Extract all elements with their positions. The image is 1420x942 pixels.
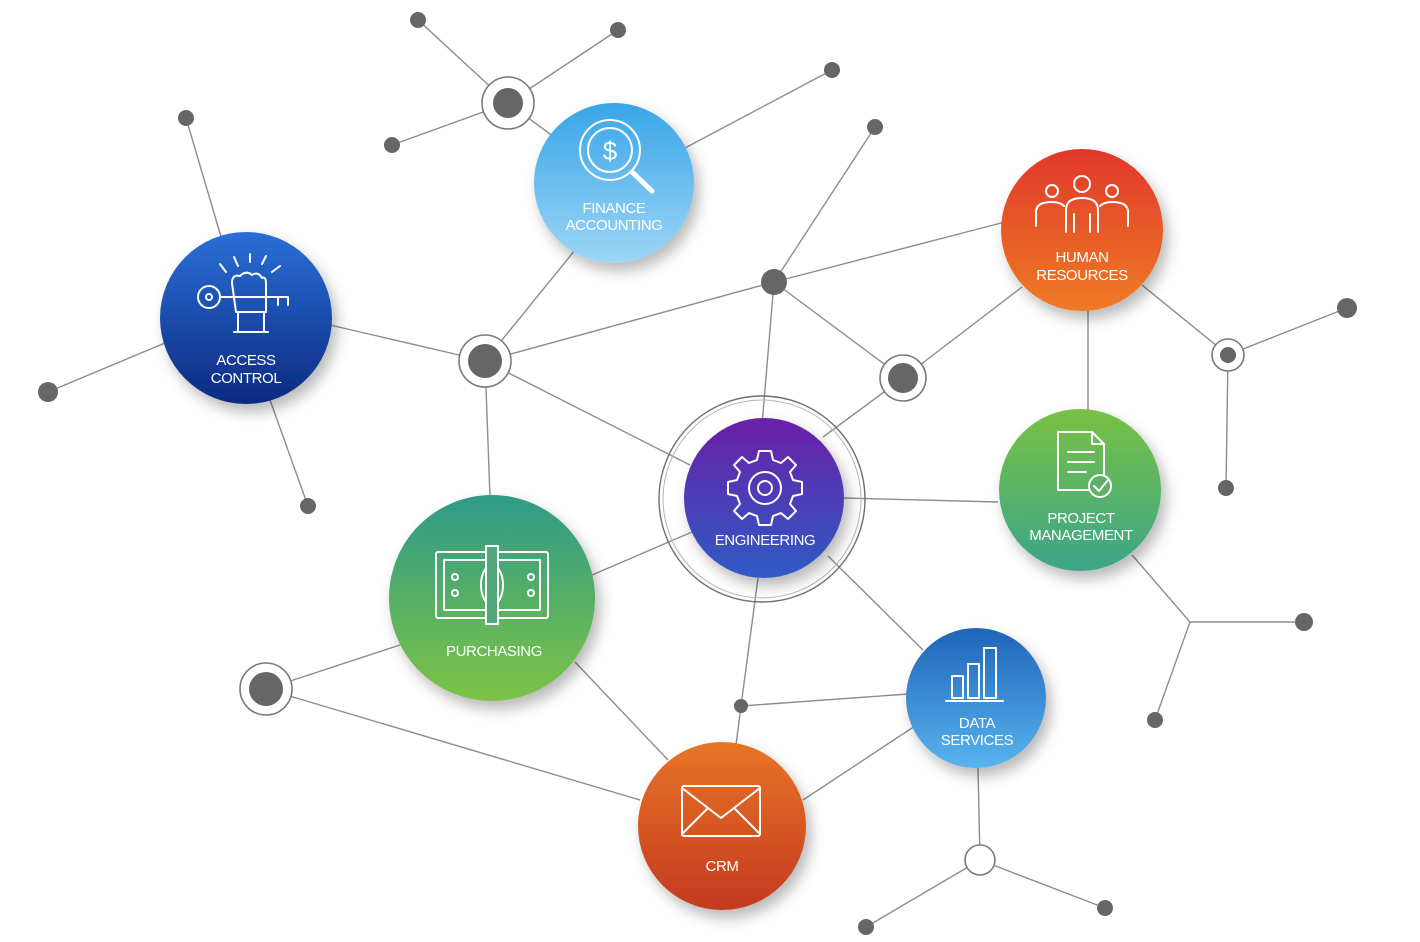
node-label-line2: CONTROL [211, 370, 282, 387]
junction-dot [734, 699, 748, 713]
node-data-services[interactable]: DATA SERVICES [906, 628, 1046, 768]
bar-chart-icon [945, 647, 1004, 702]
junction-dot [38, 382, 58, 402]
connector [1141, 284, 1229, 356]
junction-dot [1295, 613, 1313, 631]
connector [773, 281, 904, 379]
connector [574, 661, 669, 761]
node-label-line1: PURCHASING [446, 643, 542, 660]
connector [185, 117, 223, 241]
junction-dot [1220, 347, 1236, 363]
junction-dot [858, 919, 874, 935]
envelope-icon [681, 785, 761, 837]
junction-dot [178, 110, 194, 126]
junction-dot [249, 672, 283, 706]
connector [773, 221, 1006, 283]
node-label-line1: HUMAN [1056, 249, 1109, 266]
junction-dot [1147, 712, 1163, 728]
connector [773, 126, 876, 283]
junction-dot [468, 344, 502, 378]
node-circle [684, 418, 844, 578]
node-purchasing[interactable]: PURCHASING [389, 495, 595, 701]
connector [841, 497, 999, 503]
banknote-icon [435, 545, 549, 625]
junction-dot [824, 62, 840, 78]
connector [484, 360, 691, 466]
junction-points [38, 12, 1357, 935]
connector [269, 399, 309, 507]
connector [740, 577, 759, 707]
junction-dot [410, 12, 426, 28]
junction-dot [761, 269, 787, 295]
connector [47, 342, 166, 393]
checked-document-icon [1057, 431, 1112, 498]
junction-dot [1097, 900, 1113, 916]
engineering-outer-ring [658, 395, 866, 603]
connector [740, 693, 909, 707]
connector [865, 859, 981, 928]
connector [761, 281, 775, 426]
node-circle [1001, 149, 1163, 311]
node-label-line1: ACCESS [216, 352, 276, 369]
connector [902, 286, 1023, 379]
junction-dot [493, 88, 523, 118]
connector [484, 281, 775, 362]
dollar-magnifier-icon: $ [579, 119, 655, 194]
node-label-line2: ACCOUNTING [566, 217, 663, 234]
junction-dot [384, 137, 400, 153]
junction-dot [610, 22, 626, 38]
node-label-line1: DATA [959, 715, 996, 732]
node-label-line2: RESOURCES [1036, 267, 1128, 284]
node-circle [638, 742, 806, 910]
node-label-line1: ENGINEERING [715, 532, 816, 549]
gear-icon [727, 450, 803, 526]
junction-dot [867, 119, 883, 135]
connector-lines [47, 19, 1348, 928]
connector [1225, 354, 1229, 489]
node-crm[interactable]: CRM [638, 742, 806, 910]
connector [979, 859, 1106, 909]
junction-dot [1218, 480, 1234, 496]
node-human-resources[interactable]: HUMAN RESOURCES [1001, 149, 1163, 311]
connector [1131, 554, 1191, 623]
hollow-junction [964, 844, 996, 876]
node-label-line1: CRM [706, 858, 739, 875]
junction-dot [1337, 298, 1357, 318]
node-finance-accounting[interactable]: $ FINANCE ACCOUNTING [534, 103, 694, 263]
connector [265, 688, 641, 801]
node-label-line2: MANAGEMENT [1029, 527, 1133, 544]
connector [1227, 307, 1348, 356]
connector [827, 555, 924, 651]
node-label-line1: PROJECT [1047, 510, 1114, 527]
connector [591, 531, 693, 576]
node-label-line1: FINANCE [582, 200, 645, 217]
node-project-management[interactable]: PROJECT MANAGEMENT [999, 409, 1161, 571]
connector [1154, 621, 1191, 721]
junction-dot [888, 363, 918, 393]
node-label-line2: SERVICES [941, 732, 1014, 749]
key-hand-icon [197, 253, 289, 333]
connector [684, 69, 833, 149]
engineering-outer-ring [662, 399, 862, 599]
junction-dot [300, 498, 316, 514]
node-circle [160, 232, 332, 404]
connector [802, 725, 916, 801]
team-icon [1035, 175, 1129, 233]
node-engineering[interactable]: ENGINEERING [684, 418, 844, 578]
node-access-control[interactable]: ACCESS CONTROL [160, 232, 332, 404]
node-circle [534, 103, 694, 263]
svg-text:$: $ [603, 136, 618, 166]
